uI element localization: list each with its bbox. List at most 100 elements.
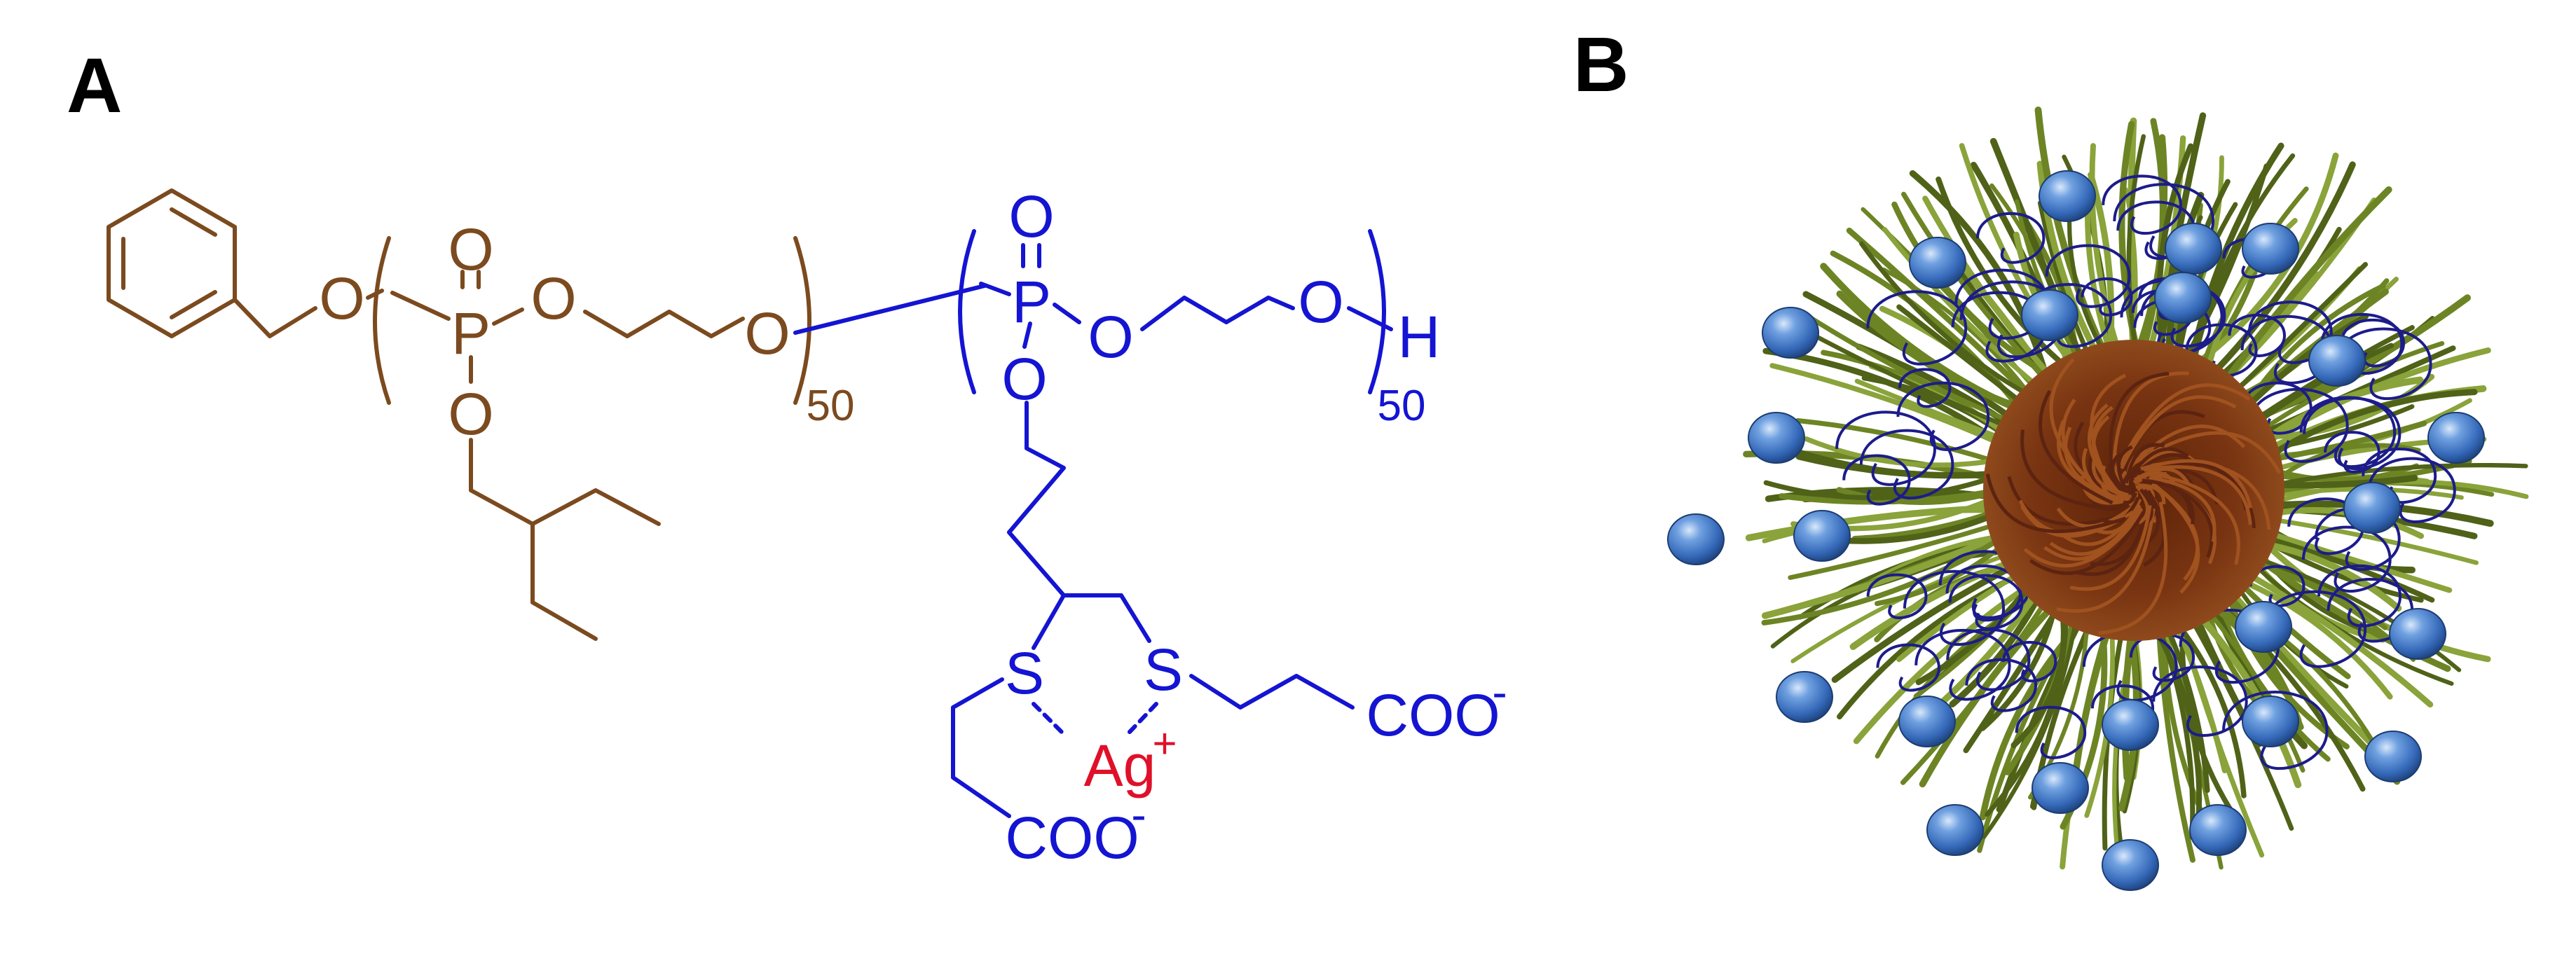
bead xyxy=(1748,412,1805,464)
atom-o-p2-right: O xyxy=(1088,304,1133,370)
corona-loop xyxy=(2367,457,2456,523)
corona-loop xyxy=(1866,573,1928,619)
hydrophobic-labels: O P O O O O 50 xyxy=(319,216,854,447)
core-strand xyxy=(1985,473,2127,533)
core-strand xyxy=(2113,476,2132,495)
corona-loop xyxy=(1842,454,1911,506)
repeat-count-block2: 50 xyxy=(1378,382,1426,430)
corona-strand xyxy=(2190,152,2339,370)
bead xyxy=(1898,696,1956,747)
side-chain-linker xyxy=(469,438,535,526)
panel-a: A xyxy=(67,43,1507,871)
p2-o-right-bond xyxy=(1053,303,1081,324)
core-strand xyxy=(2142,478,2195,525)
atom-o-p1-top: O xyxy=(448,216,493,282)
corona-loop xyxy=(2262,590,2367,668)
bead xyxy=(1909,237,1966,289)
ethylene-chain-2 xyxy=(1140,296,1295,331)
bead xyxy=(2364,731,2422,782)
left-s-carbon-bond xyxy=(1032,593,1066,650)
bead xyxy=(2165,223,2222,275)
carboxylate-bottom: COO xyxy=(1005,805,1139,871)
core-strand xyxy=(2020,429,2119,511)
corona-strand xyxy=(2010,607,2067,749)
core-strand xyxy=(2056,508,2156,613)
bracket-left-2 xyxy=(958,229,976,394)
bracket-left-1 xyxy=(373,236,391,405)
bracket-right-2 xyxy=(1368,229,1386,394)
carboxylate-right: COO xyxy=(1366,682,1500,748)
core-strand xyxy=(2111,452,2128,494)
corona-loop xyxy=(1859,429,1954,500)
corona-loop xyxy=(1898,368,1952,408)
core-strand xyxy=(2151,471,2240,565)
core-strand xyxy=(2057,420,2119,503)
core-strand xyxy=(2049,506,2143,556)
corona-loop xyxy=(2152,665,2248,738)
core-strand xyxy=(2098,502,2168,635)
atom-o-p2-top: O xyxy=(1008,184,1054,249)
bead xyxy=(2427,412,2485,464)
bead xyxy=(2102,839,2159,891)
right-s-carbon-bond xyxy=(1119,593,1151,643)
propyl-linker xyxy=(1007,401,1123,597)
corona-loop xyxy=(1976,212,2046,264)
corona-loop xyxy=(1903,569,2006,647)
corona-strand xyxy=(2262,462,2528,490)
corona-loop xyxy=(1914,629,2011,701)
corona-strand xyxy=(2270,463,2419,483)
bead xyxy=(1793,510,1851,562)
silver-ion: Ag + xyxy=(1084,720,1177,798)
corona-strand xyxy=(1763,473,1999,501)
atom-p2: P xyxy=(1012,269,1051,335)
core-strand xyxy=(2142,489,2160,546)
atom-s-left: S xyxy=(1005,640,1044,706)
block-junction-bond xyxy=(793,284,987,335)
hydrophilic-block xyxy=(793,229,1393,818)
corona-strand xyxy=(1924,580,2047,719)
bead xyxy=(2308,335,2366,387)
bead xyxy=(2189,804,2247,856)
core-strand xyxy=(2144,465,2252,525)
corona-strand xyxy=(2186,602,2302,789)
core-strand xyxy=(2056,504,2136,528)
core-strand xyxy=(2111,371,2189,476)
corona-loop xyxy=(2334,327,2432,401)
bead xyxy=(2021,289,2078,341)
bracket-right-1 xyxy=(793,236,811,405)
core-strand xyxy=(2128,424,2246,470)
core-strand xyxy=(2080,475,2130,503)
benzene-inner-bond-3 xyxy=(170,207,217,237)
bond-to-p1 xyxy=(390,291,451,321)
atom-h-terminal: H xyxy=(1398,304,1441,370)
bead xyxy=(2389,608,2446,660)
panel-b-label: B xyxy=(1573,22,1629,108)
core-strand xyxy=(2109,371,2170,480)
corona-loop xyxy=(1896,381,1990,451)
side-chain-upper xyxy=(530,488,661,526)
silver-charge: + xyxy=(1152,720,1177,767)
bead xyxy=(2102,699,2159,751)
corona-loop xyxy=(1835,410,1937,486)
core-strand xyxy=(2092,406,2119,493)
core-strand xyxy=(2137,483,2166,505)
corona-loop xyxy=(2228,313,2287,357)
bead xyxy=(2039,170,2096,222)
corona-strand xyxy=(1788,320,2013,431)
core-strands xyxy=(1985,358,2282,635)
atom-p1: P xyxy=(451,300,491,366)
carboxylate-right-charge: - xyxy=(1492,667,1507,717)
hydrophilic-labels: P O O O O H 50 S S COO - COO - xyxy=(1001,184,1507,871)
corona-strand xyxy=(1949,588,2044,707)
p2-o-bottom-bond xyxy=(1022,322,1032,349)
bead xyxy=(1926,804,1984,856)
corona-loop xyxy=(2317,564,2402,628)
corona-loop xyxy=(2045,244,2131,308)
repeat-count-block1: 50 xyxy=(807,382,855,430)
corona-strand xyxy=(2252,389,2478,469)
bead xyxy=(1776,671,1833,723)
bead xyxy=(1762,307,1819,359)
corona-loop xyxy=(2247,300,2333,364)
core-strand xyxy=(2132,471,2176,485)
